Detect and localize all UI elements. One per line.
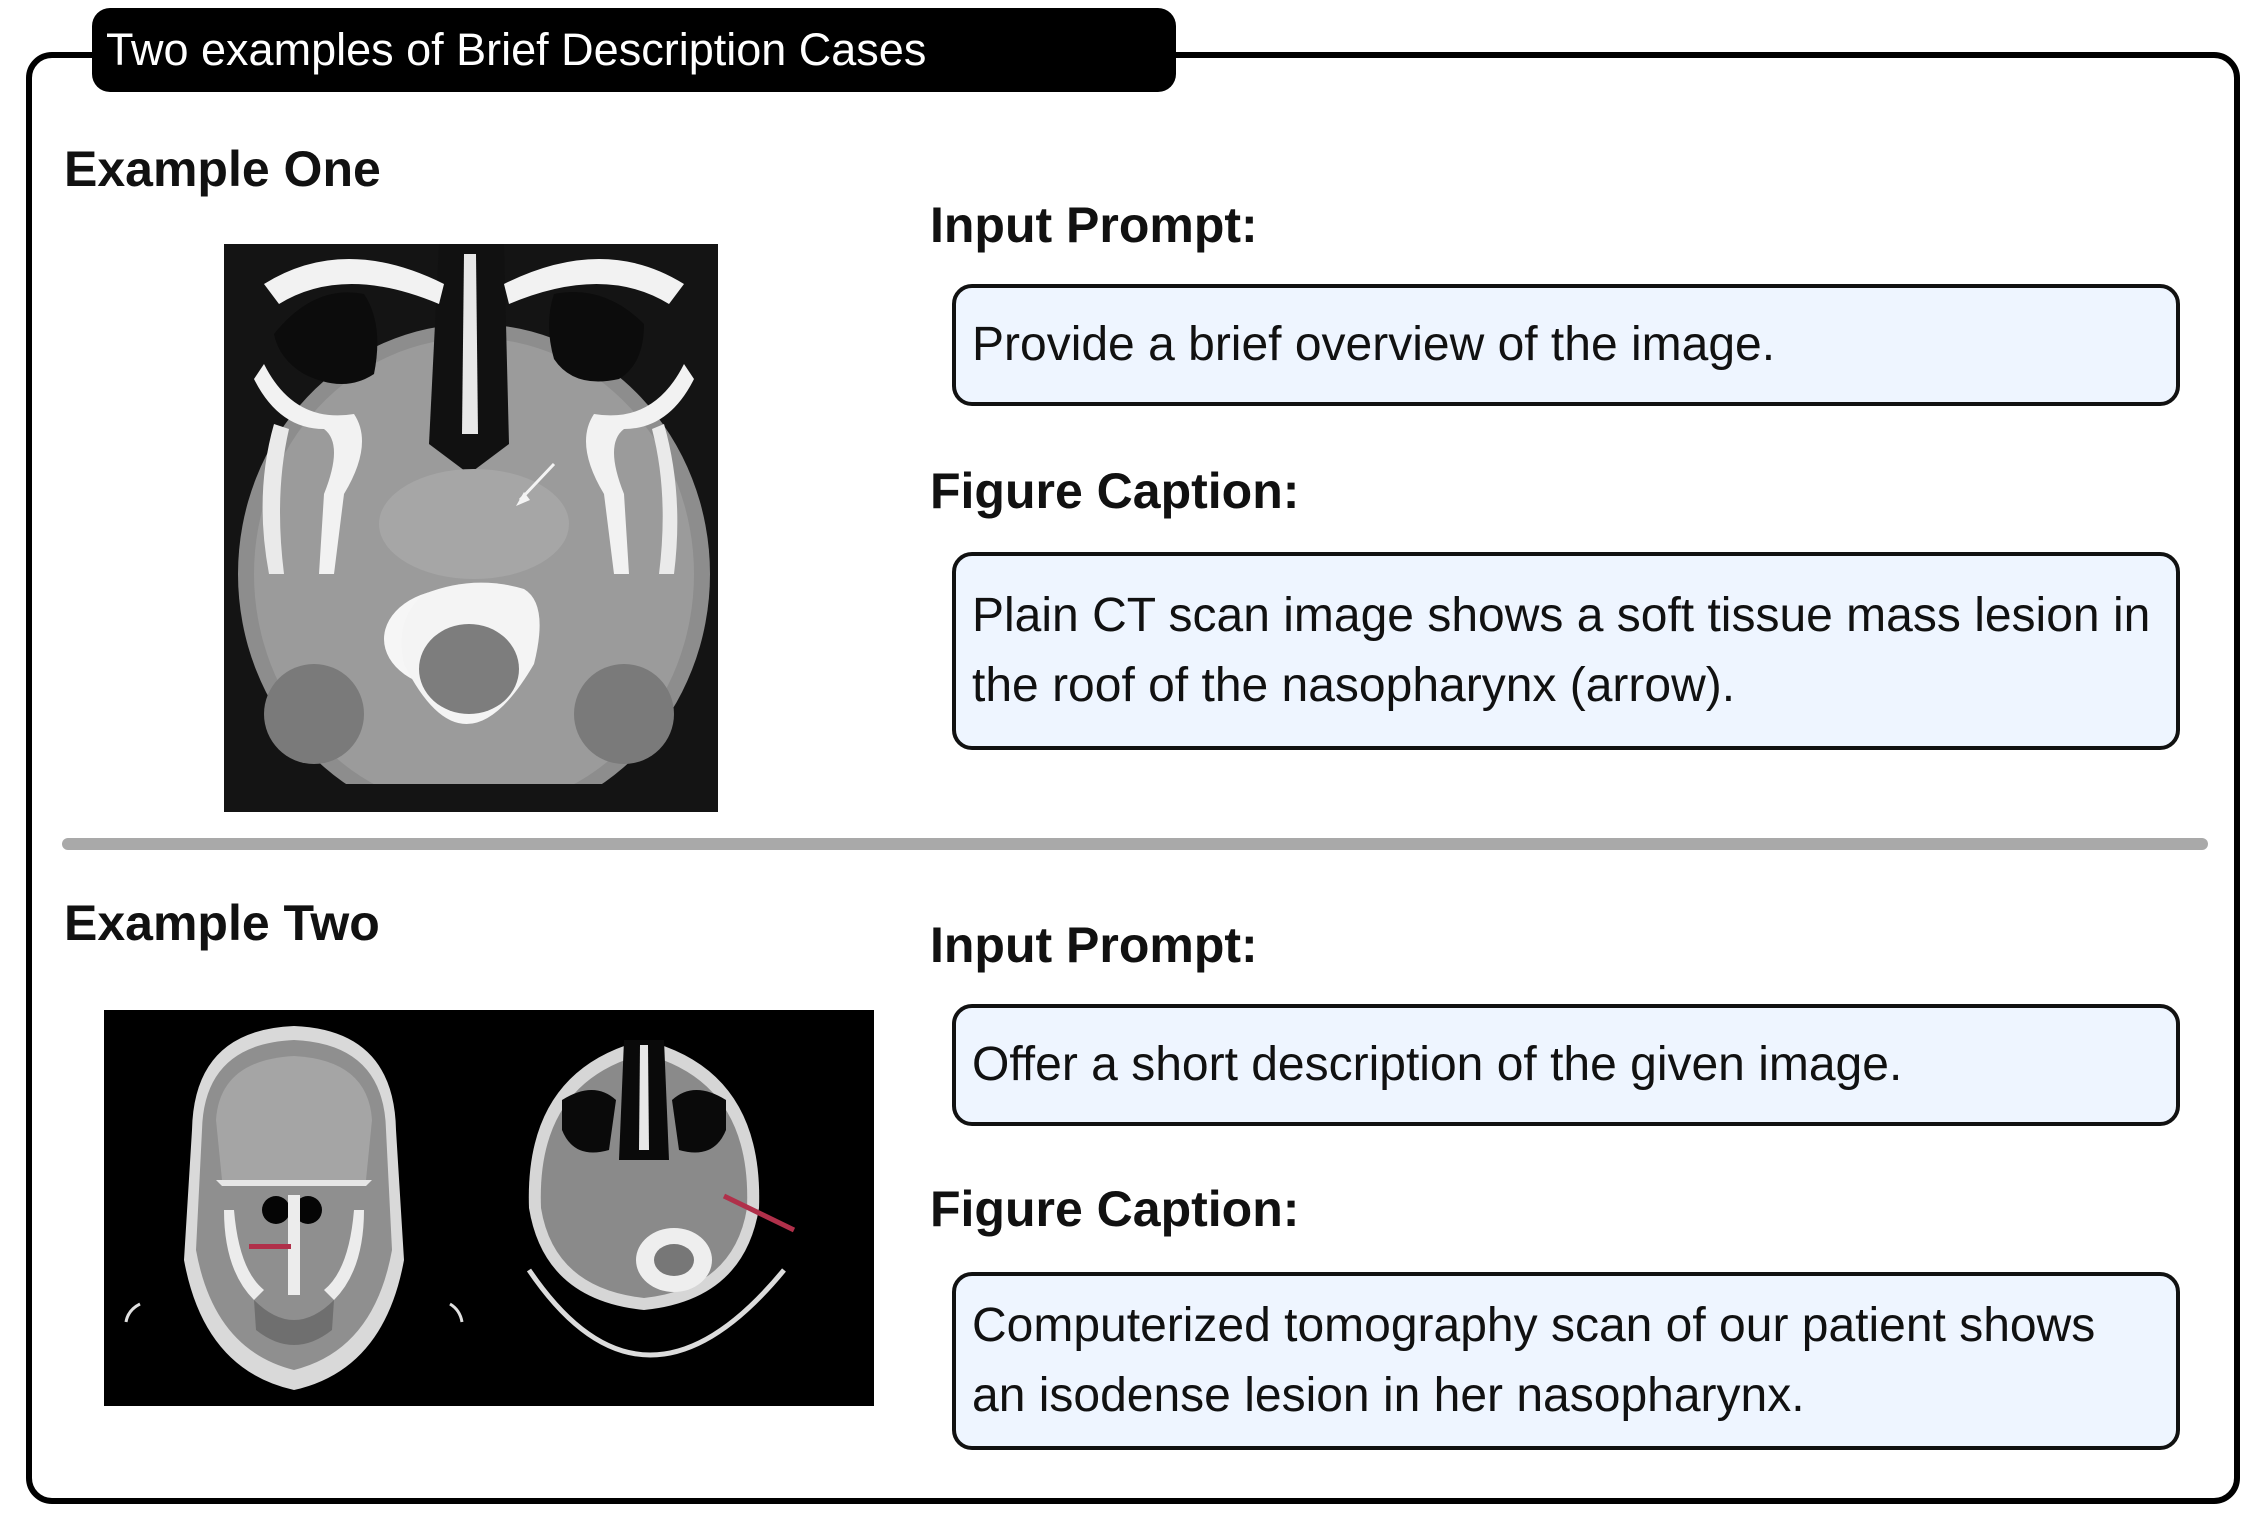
axial-ct-scan-graphic: [224, 244, 718, 812]
example-two-figure-caption-label: Figure Caption:: [930, 1181, 1300, 1237]
example-two-input-prompt-label: Input Prompt:: [930, 917, 1258, 973]
example-one-input-prompt-box: Provide a brief overview of the image.: [952, 284, 2180, 406]
example-one-figure-caption-label: Figure Caption:: [930, 463, 1300, 519]
example-two-ct-image: [104, 1010, 874, 1406]
example-one-ct-image: [224, 244, 718, 812]
coronal-and-axial-ct-scan-graphic: [104, 1010, 874, 1406]
example-one-input-prompt-text: Provide a brief overview of the image.: [972, 318, 1776, 371]
example-two-input-prompt-text: Offer a short description of the given i…: [972, 1038, 1903, 1091]
example-two-input-prompt-box: Offer a short description of the given i…: [952, 1004, 2180, 1126]
example-one-input-prompt-label: Input Prompt:: [930, 197, 1258, 253]
example-two-figure-caption-box: Computerized tomography scan of our pati…: [952, 1272, 2180, 1450]
example-one-figure-caption-box: Plain CT scan image shows a soft tissue …: [952, 552, 2180, 750]
example-two-figure-caption-text: Computerized tomography scan of our pati…: [972, 1299, 2096, 1422]
example-two-heading: Example Two: [64, 895, 380, 951]
section-divider: [62, 838, 2208, 850]
example-one-heading: Example One: [64, 141, 381, 197]
figure-title: Two examples of Brief Description Cases: [92, 8, 1176, 92]
example-one-figure-caption-text: Plain CT scan image shows a soft tissue …: [972, 589, 2151, 712]
